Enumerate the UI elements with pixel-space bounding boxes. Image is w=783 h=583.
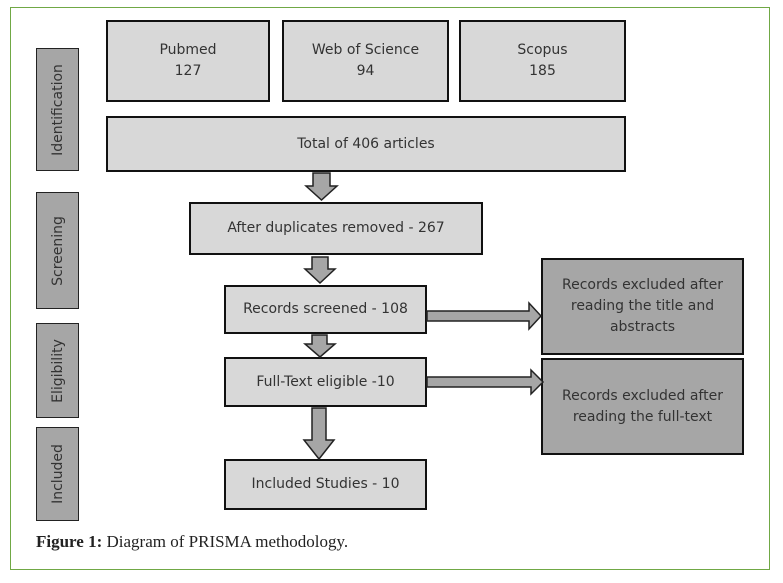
source-count: 185 (529, 63, 556, 79)
figure-frame (10, 7, 770, 570)
caption-label: Figure 1: (36, 532, 103, 551)
source-pubmed: Pubmed 127 (106, 20, 270, 102)
source-count: 127 (174, 63, 202, 79)
total-text: Total of 406 articles (297, 135, 435, 152)
fulltext-box: Full-Text eligible -10 (224, 357, 427, 407)
arrow-right-icon (426, 368, 545, 396)
after-duplicates-text: After duplicates removed - 267 (227, 220, 445, 236)
fulltext-text: Full-Text eligible -10 (256, 373, 395, 390)
arrow-down-icon (302, 407, 336, 461)
stage-included: Included (36, 427, 79, 521)
source-name: Scopus (517, 42, 568, 58)
source-name: Web of Science (311, 42, 420, 58)
source-scopus: Scopus 185 (459, 20, 626, 102)
figure-caption: Figure 1: Diagram of PRISMA methodology. (36, 532, 348, 552)
stage-eligibility: Eligibility (36, 323, 79, 418)
included-text: Included Studies - 10 (251, 476, 400, 492)
arrow-right-icon (426, 301, 543, 331)
included-box: Included Studies - 10 (224, 459, 427, 510)
excluded-fulltext-text: Records excluded after reading the full-… (562, 387, 723, 425)
stage-identification: Identification (36, 48, 79, 171)
arrow-down-icon (303, 256, 337, 285)
screened-text: Records screened - 108 (243, 301, 408, 317)
arrow-down-icon (302, 334, 338, 358)
arrow-down-icon (304, 172, 339, 202)
total-box: Total of 406 articles (106, 116, 626, 172)
screened-box: Records screened - 108 (224, 285, 427, 334)
after-duplicates-box: After duplicates removed - 267 (189, 202, 483, 255)
excluded-title-abstract-box: Records excluded after reading the title… (541, 258, 744, 355)
source-web-of-science: Web of Science 94 (282, 20, 449, 102)
caption-text: Diagram of PRISMA methodology. (102, 532, 349, 551)
excluded-fulltext-box: Records excluded after reading the full-… (541, 358, 744, 455)
stage-screening: Screening (36, 192, 79, 309)
source-count: 94 (356, 63, 375, 79)
excluded-title-abstract-text: Records excluded after reading the title… (562, 277, 723, 335)
source-name: Pubmed (159, 42, 217, 58)
